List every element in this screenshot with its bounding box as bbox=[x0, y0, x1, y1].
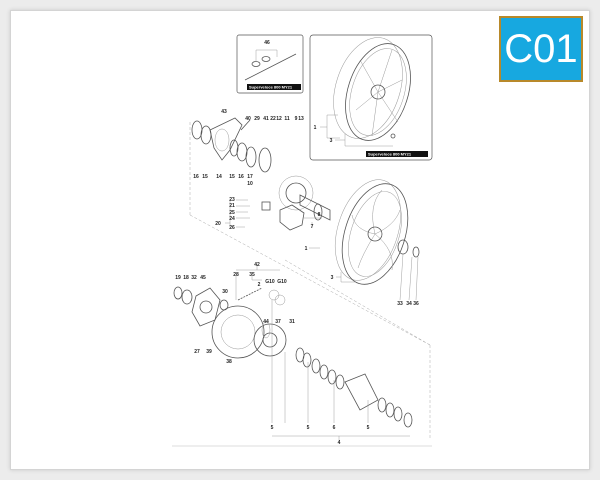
model-tag bbox=[247, 84, 301, 90]
callout-label: 46 bbox=[264, 40, 270, 46]
callout-label: 18 bbox=[183, 275, 189, 281]
callout-label: 16 bbox=[238, 174, 244, 180]
callout-label: 44 bbox=[263, 319, 269, 325]
callout-label: 41 bbox=[263, 116, 269, 122]
callout-label: 15 bbox=[202, 174, 208, 180]
callout-label: 3 bbox=[331, 275, 334, 281]
callout-label: 5 bbox=[367, 425, 370, 431]
callout-label: 5 bbox=[307, 425, 310, 431]
callout-label: 7 bbox=[311, 224, 314, 230]
callout-label: 16 bbox=[193, 174, 199, 180]
callout-label: 27 bbox=[194, 349, 200, 355]
upper-assembly bbox=[191, 117, 420, 301]
callout-label: 17 bbox=[247, 174, 253, 180]
callout-label: 37 bbox=[275, 319, 281, 325]
callout-label: G10 bbox=[277, 279, 287, 285]
callout-label: 23 bbox=[229, 197, 235, 203]
callout-label: 5 bbox=[271, 425, 274, 431]
model-tag-text: Superveloce 800 MY21 bbox=[249, 85, 293, 90]
callout-label: 29 bbox=[254, 116, 260, 122]
callout-label: 34 bbox=[406, 301, 412, 307]
callout-label: 8 bbox=[318, 212, 321, 218]
callout-label: 19 bbox=[175, 275, 181, 281]
lower-assembly bbox=[173, 266, 413, 440]
callout-label: 25 bbox=[229, 210, 235, 216]
callout-label: 14 bbox=[216, 174, 222, 180]
callout-label: 43 bbox=[221, 109, 227, 115]
callout-labels: 43 40 29 41 22 12 11 9 13 16 15 14 15 16… bbox=[175, 109, 419, 446]
callout-label: 42 bbox=[254, 262, 260, 268]
callout-label: 10 bbox=[247, 181, 253, 187]
callout-label: G10 bbox=[265, 279, 275, 285]
callout-label: 30 bbox=[222, 289, 228, 295]
callout-label: 6 bbox=[333, 425, 336, 431]
callout-label: 31 bbox=[289, 319, 295, 325]
callout-label: 36 bbox=[413, 301, 419, 307]
callout-label: 45 bbox=[200, 275, 206, 281]
callout-label: 3 bbox=[330, 138, 333, 144]
inset-box-front-wheel: Superveloce 800 MY21 1 3 bbox=[309, 34, 433, 161]
callout-label: 22 bbox=[270, 116, 276, 122]
callout-label: 15 bbox=[229, 174, 235, 180]
callout-label: 9 bbox=[295, 116, 298, 122]
callout-label: 4 bbox=[338, 440, 341, 446]
callout-label: 24 bbox=[229, 216, 235, 222]
callout-label: 21 bbox=[229, 203, 235, 209]
callout-label: 1 bbox=[314, 125, 317, 131]
callout-label: 32 bbox=[191, 275, 197, 281]
callout-label: 33 bbox=[397, 301, 403, 307]
callout-label: 13 bbox=[298, 116, 304, 122]
section-code-badge: C01 bbox=[499, 16, 583, 82]
callout-label: 12 bbox=[276, 116, 282, 122]
callout-label: 11 bbox=[284, 116, 290, 122]
callout-label: 26 bbox=[229, 225, 235, 231]
model-tag bbox=[366, 151, 428, 157]
callout-label: 38 bbox=[226, 359, 232, 365]
callout-label: 20 bbox=[215, 221, 221, 227]
callout-label: 39 bbox=[206, 349, 212, 355]
callout-label: 2 bbox=[258, 282, 261, 288]
callout-label: 40 bbox=[245, 116, 251, 122]
model-tag-text: Superveloce 800 MY21 bbox=[368, 152, 412, 157]
callout-label: 1 bbox=[305, 246, 308, 252]
callout-label: 28 bbox=[233, 272, 239, 278]
callout-label: 35 bbox=[249, 272, 255, 278]
inset-box-pin: Superveloce 800 MY21 46 bbox=[236, 34, 304, 94]
